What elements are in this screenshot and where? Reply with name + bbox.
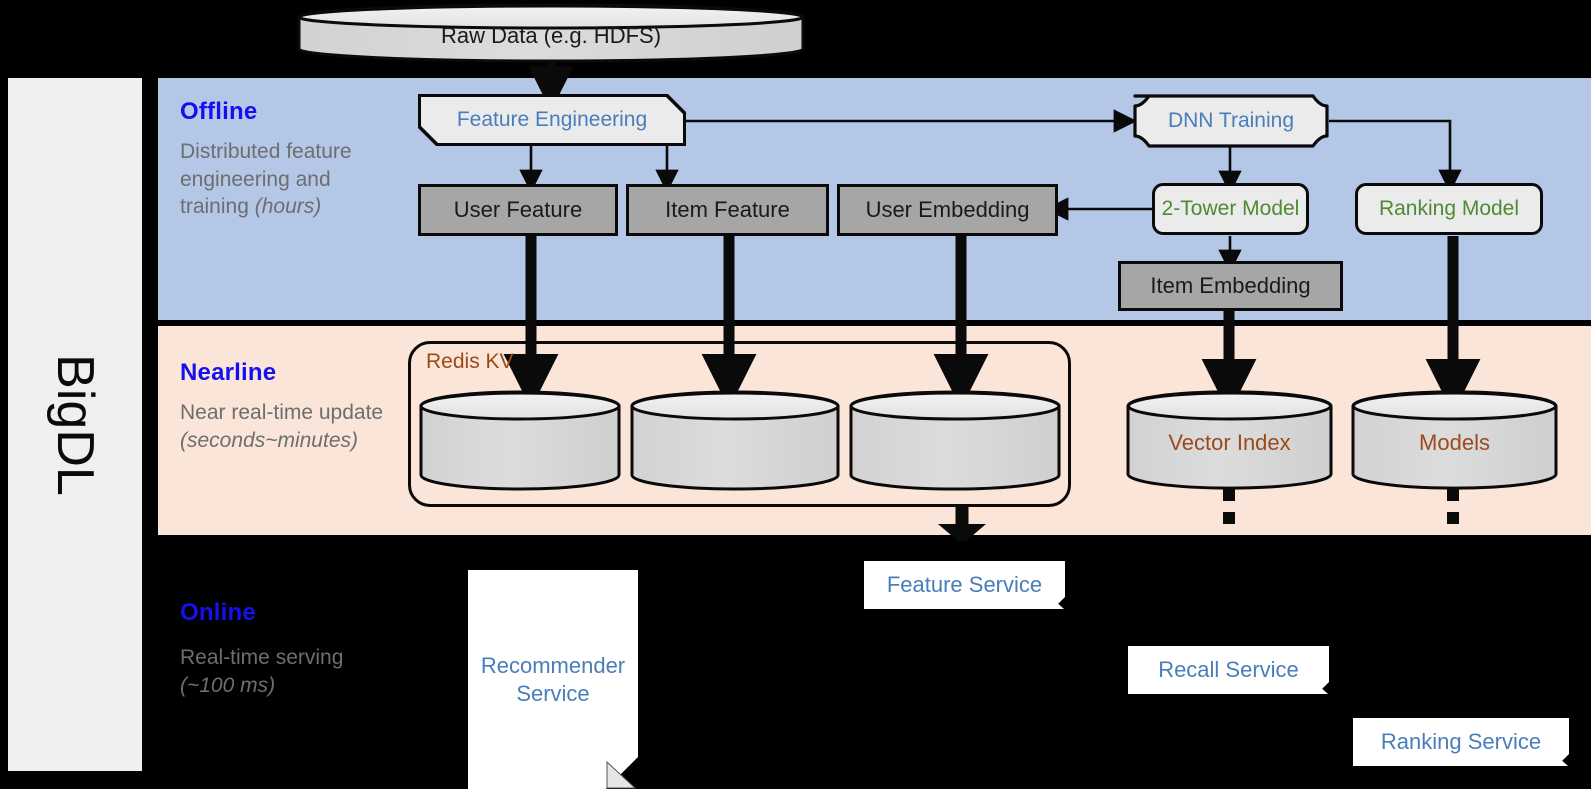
band-nearline-title: Nearline [180, 359, 277, 386]
band-nearline-desc-italic: (seconds~minutes) [180, 428, 358, 452]
node-ranking-service[interactable]: Ranking Service [1353, 718, 1570, 767]
node-models[interactable]: Models [1350, 390, 1559, 490]
node-recall-service[interactable]: Recall Service [1128, 646, 1330, 695]
page-fold-icon [1316, 681, 1330, 695]
node-redis-cylinder-item-feature[interactable] [629, 390, 841, 491]
page-fold-icon [1052, 596, 1066, 610]
node-dnn-training[interactable]: DNN Training [1133, 94, 1329, 148]
node-user-embedding[interactable]: User Embedding [837, 184, 1058, 236]
node-item-feature[interactable]: Item Feature [626, 184, 829, 236]
band-offline: Offline Distributed feature engineering … [158, 78, 1591, 320]
group-redis-kv-label: Redis KV [426, 350, 514, 373]
band-online-description: Real-time serving (~100 ms) [180, 644, 395, 699]
node-user-feature-label: User Feature [453, 196, 583, 222]
node-ranking-model-label: Ranking Model [1378, 197, 1520, 221]
band-offline-desc-text: Distributed feature engineering and trai… [180, 140, 352, 219]
node-dnn-training-label: DNN Training [1167, 109, 1295, 133]
node-two-tower-model-label: 2-Tower Model [1161, 197, 1300, 221]
node-vector-index[interactable]: Vector Index [1125, 390, 1334, 490]
node-raw-data[interactable]: Raw Data (e.g. HDFS) [296, 3, 806, 63]
bigdl-rail: BigDL [8, 78, 142, 771]
node-feature-service-label: Feature Service [886, 572, 1043, 598]
node-recommender-service[interactable]: Recommender Service [468, 570, 639, 789]
node-redis-cylinder-user-feature[interactable] [418, 390, 622, 491]
band-online-desc-italic: (~100 ms) [180, 673, 276, 697]
node-item-embedding-label: Item Embedding [1150, 272, 1311, 298]
bigdl-label: BigDL [46, 353, 105, 496]
band-nearline-description: Near real-time update (seconds~minutes) [180, 399, 395, 454]
band-offline-description: Distributed feature engineering and trai… [180, 138, 395, 221]
node-user-embedding-label: User Embedding [865, 196, 1030, 222]
node-feature-engineering[interactable]: Feature Engineering [418, 94, 686, 146]
band-offline-desc-italic: (hours) [254, 195, 322, 219]
node-recall-service-label: Recall Service [1158, 657, 1299, 683]
band-offline-title: Offline [180, 98, 258, 125]
node-item-embedding[interactable]: Item Embedding [1118, 261, 1343, 311]
node-ranking-service-label: Ranking Service [1380, 729, 1542, 755]
node-redis-cylinder-user-embedding[interactable] [848, 390, 1062, 491]
node-two-tower-model[interactable]: 2-Tower Model [1152, 183, 1309, 235]
group-redis-kv[interactable] [408, 341, 1071, 507]
node-recommender-service-label-line1: Recommender [480, 653, 626, 678]
node-ranking-model[interactable]: Ranking Model [1355, 183, 1543, 235]
node-recommender-service-label-line2: Service [516, 680, 590, 706]
band-online-title: Online [180, 599, 256, 626]
node-feature-service[interactable]: Feature Service [864, 561, 1066, 610]
page-fold-icon [1556, 753, 1570, 767]
node-feature-engineering-label: Feature Engineering [456, 108, 648, 132]
band-online-desc-text: Real-time serving [180, 646, 344, 669]
page-fold-icon [606, 756, 639, 789]
node-item-feature-label: Item Feature [665, 196, 790, 222]
node-user-feature[interactable]: User Feature [418, 184, 618, 236]
band-nearline-desc-text: Near real-time update [180, 401, 384, 424]
